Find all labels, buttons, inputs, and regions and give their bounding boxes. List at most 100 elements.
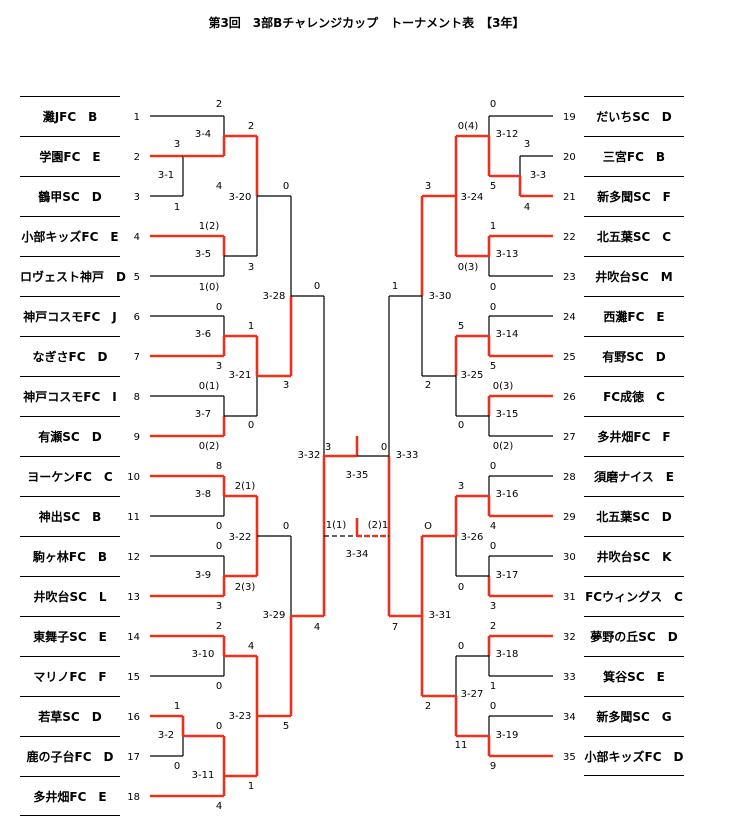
score-label: 0	[314, 281, 320, 292]
seed-number: 4	[134, 232, 140, 243]
match-number: 3-10	[192, 649, 215, 660]
seed-number: 11	[127, 512, 140, 523]
team-name: FCウィングス C	[584, 576, 684, 616]
team-name: 箕谷SC E	[584, 656, 684, 696]
seed-number: 27	[563, 432, 576, 443]
team-name: 井吹台SC K	[584, 536, 684, 576]
seed-number: 30	[563, 552, 576, 563]
score-label: 5	[490, 361, 496, 372]
score-label: 2	[425, 380, 431, 391]
score-label: 0	[283, 181, 289, 192]
score-label: 2(3)	[235, 582, 256, 593]
score-label: 1	[392, 281, 398, 292]
team-name: FC成徳 C	[584, 376, 684, 416]
seed-number: 20	[563, 152, 576, 163]
score-label: 3	[458, 481, 464, 492]
seed-number: 24	[563, 312, 576, 323]
match-number: 3-6	[195, 329, 211, 340]
match-number: 3-16	[496, 489, 519, 500]
team-name: ヨーケンFC C	[20, 456, 120, 496]
score-label: 3	[248, 262, 254, 273]
seed-number: 12	[127, 552, 140, 563]
seed-number: 5	[134, 272, 140, 283]
score-label: 0	[490, 282, 496, 293]
score-label: 0(2)	[493, 441, 514, 452]
score-label: 1	[248, 781, 254, 792]
score-label: 5	[490, 181, 496, 192]
score-label: 4	[248, 641, 254, 652]
score-label: 0	[458, 420, 464, 431]
seed-number: 34	[563, 712, 576, 723]
team-name: だいちSC D	[584, 96, 684, 136]
seed-number: 31	[563, 592, 576, 603]
match-number: 3-35	[346, 470, 369, 481]
team-name: 有野SC D	[584, 336, 684, 376]
match-number: 3-17	[496, 570, 519, 581]
team-name: 夢野の丘SC D	[584, 616, 684, 656]
seed-number: 2	[134, 152, 140, 163]
score-label: O	[424, 521, 432, 532]
match-number: 3-20	[229, 192, 252, 203]
score-label: 1(2)	[199, 221, 220, 232]
score-label: 3	[174, 139, 180, 150]
score-label: 0	[490, 302, 496, 313]
score-label: 3	[524, 139, 530, 150]
seed-number: 13	[127, 592, 140, 603]
score-label: 1	[490, 681, 496, 692]
team-name: 小部キッズFC D	[584, 736, 684, 776]
score-label: 0	[216, 541, 222, 552]
score-label: 4	[216, 181, 222, 192]
seed-number: 16	[127, 712, 140, 723]
score-label: 2	[248, 121, 254, 132]
team-name: 学園FC E	[20, 136, 120, 176]
seed-number: 33	[563, 672, 576, 683]
seed-number: 25	[563, 352, 576, 363]
score-label: 3	[283, 380, 289, 391]
seed-number: 26	[563, 392, 576, 403]
team-name: 東舞子SC E	[20, 616, 120, 656]
score-label: 3	[216, 361, 222, 372]
score-label: 4	[216, 801, 222, 812]
team-name: 鹿の子台FC D	[20, 736, 120, 776]
team-name: 新多聞SC F	[584, 176, 684, 216]
match-number: 3-25	[461, 370, 484, 381]
seed-number: 9	[134, 432, 140, 443]
score-label: 0	[490, 99, 496, 110]
score-label: 0(4)	[458, 121, 479, 132]
team-name: 西灘FC E	[584, 296, 684, 336]
match-number: 3-21	[229, 370, 252, 381]
match-number: 3-24	[461, 192, 484, 203]
match-number: 3-1	[158, 170, 174, 181]
team-name: 新多聞SC G	[584, 696, 684, 736]
team-name: 須磨ナイス E	[584, 456, 684, 496]
match-number: 3-2	[158, 730, 174, 741]
team-name: 灘JFC B	[20, 96, 120, 136]
match-number: 3-34	[346, 549, 369, 560]
match-number: 3-31	[429, 610, 452, 621]
seed-number: 18	[127, 792, 140, 803]
seed-number: 7	[134, 352, 140, 363]
team-name: 北五葉SC C	[584, 216, 684, 256]
match-number: 3-7	[195, 409, 211, 420]
team-name: 多井畑FC E	[20, 776, 120, 816]
score-label: 11	[455, 740, 468, 751]
team-name: 北五葉SC D	[584, 496, 684, 536]
team-name: 神出SC B	[20, 496, 120, 536]
match-number: 3-12	[496, 129, 519, 140]
seed-number: 14	[127, 632, 140, 643]
score-label: 4	[490, 521, 496, 532]
match-number: 3-8	[195, 489, 211, 500]
team-name: 神戸コスモFC J	[20, 296, 120, 336]
score-label: 1	[174, 202, 180, 213]
match-number: 3-4	[195, 129, 211, 140]
score-label: 5	[458, 321, 464, 332]
score-label: 9	[490, 761, 496, 772]
score-label: 8	[216, 461, 222, 472]
seed-number: 28	[563, 472, 576, 483]
seed-number: 8	[134, 392, 140, 403]
match-number: 3-32	[298, 450, 321, 461]
score-label: 1	[248, 321, 254, 332]
match-number: 3-29	[263, 610, 286, 621]
team-name: マリノFC F	[20, 656, 120, 696]
